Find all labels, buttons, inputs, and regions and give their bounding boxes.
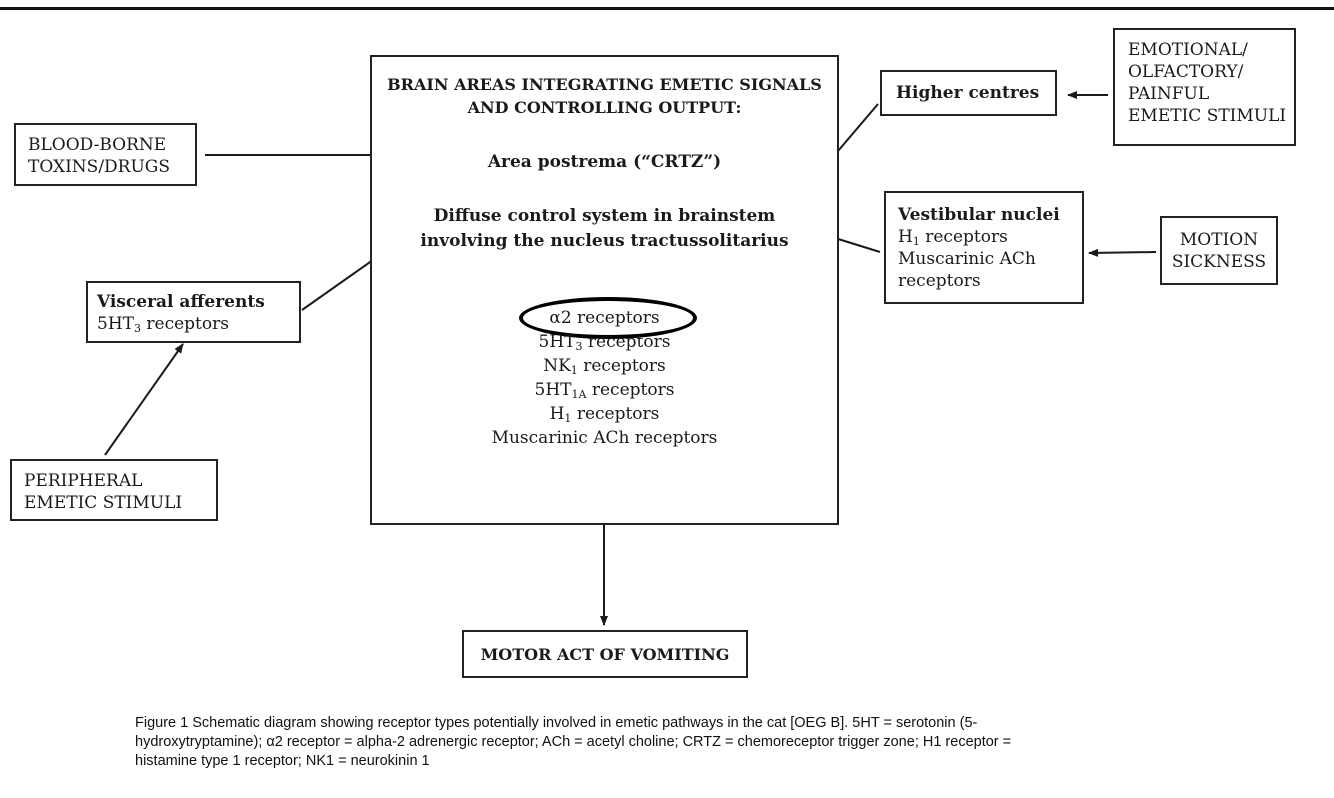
arrow-peripheral-to-visceral — [104, 343, 184, 456]
vestibular-title: Vestibular nuclei — [898, 205, 1060, 225]
caption-line-2: hydroxytryptamine); α2 receptor = alpha-… — [135, 734, 1012, 750]
area-postrema-label: Area postrema (“CRTZ”) — [487, 152, 722, 172]
arrow-motion-to-vestibular — [1088, 248, 1157, 257]
vestibular-receptors-line: receptors — [898, 271, 981, 291]
brain-areas-box — [370, 55, 839, 525]
peripheral-line-2: EMETIC STIMULI — [24, 493, 183, 513]
caption-line-1: Figure 1 Schematic diagram showing recep… — [135, 715, 978, 731]
vestibular-muscarinic-line: Muscarinic ACh — [898, 249, 1036, 269]
diffuse-control-line-1: Diffuse control system in brainstem — [433, 206, 776, 226]
motion-line-2: SICKNESS — [1171, 252, 1267, 272]
top-rule — [0, 7, 1334, 10]
blood-borne-line-1: BLOOD-BORNE — [28, 135, 167, 155]
receptor-muscarinic: Muscarinic ACh receptors — [491, 428, 718, 448]
peripheral-line-1: PERIPHERAL — [24, 471, 143, 491]
visceral-afferents-title: Visceral afferents — [97, 292, 265, 312]
brain-heading-line-2: AND CONTROLLING OUTPUT: — [467, 98, 742, 117]
figure-caption: Figure 1 Schematic diagram showing recep… — [135, 714, 1185, 771]
emotional-line-1: EMOTIONAL/ — [1128, 40, 1248, 60]
caption-line-3: histamine type 1 receptor; NK1 = neuroki… — [135, 753, 430, 769]
motion-line-1: MOTION — [1179, 230, 1259, 250]
motion-sickness-box: MOTION SICKNESS — [1160, 216, 1278, 285]
visceral-afferents-box: Visceral afferents 5HT3 receptors — [86, 281, 301, 343]
motor-act-label: MOTOR ACT OF VOMITING — [480, 645, 730, 664]
diffuse-control-line-2: involving the nucleus tractussolitarius — [420, 231, 789, 251]
vestibular-h1-line: H1 receptors — [898, 227, 1008, 248]
receptor-alpha2: α2 receptors — [549, 308, 660, 328]
emotional-line-2: OLFACTORY/ — [1128, 62, 1244, 82]
emotional-line-3: PAINFUL — [1128, 84, 1210, 104]
receptor-5ht1a: 5HT1A receptors — [534, 380, 675, 401]
emotional-line-4: EMETIC STIMULI — [1128, 106, 1287, 126]
brain-heading-line-1: BRAIN AREAS INTEGRATING EMETIC SIGNALS — [387, 75, 822, 94]
blood-borne-toxins-box: BLOOD-BORNE TOXINS/DRUGS — [14, 123, 197, 186]
motor-act-box: MOTOR ACT OF VOMITING — [462, 630, 748, 678]
visceral-receptor-line: 5HT3 receptors — [97, 314, 229, 335]
receptor-5ht3: 5HT3 receptors — [538, 332, 671, 353]
higher-centres-box: Higher centres — [880, 70, 1057, 116]
blood-borne-line-2: TOXINS/DRUGS — [28, 157, 171, 177]
peripheral-emetic-stimuli-box: PERIPHERAL EMETIC STIMULI — [10, 459, 218, 521]
higher-centres-label: Higher centres — [896, 83, 1040, 103]
vestibular-nuclei-box: Vestibular nuclei H1 receptors Muscarini… — [884, 191, 1084, 304]
receptor-nk1: NK1 receptors — [543, 356, 666, 377]
receptor-h1: H1 receptors — [549, 404, 660, 425]
emotional-stimuli-box: EMOTIONAL/ OLFACTORY/ PAINFUL EMETIC STI… — [1113, 28, 1296, 146]
alpha2-highlight-ellipse — [519, 297, 697, 339]
